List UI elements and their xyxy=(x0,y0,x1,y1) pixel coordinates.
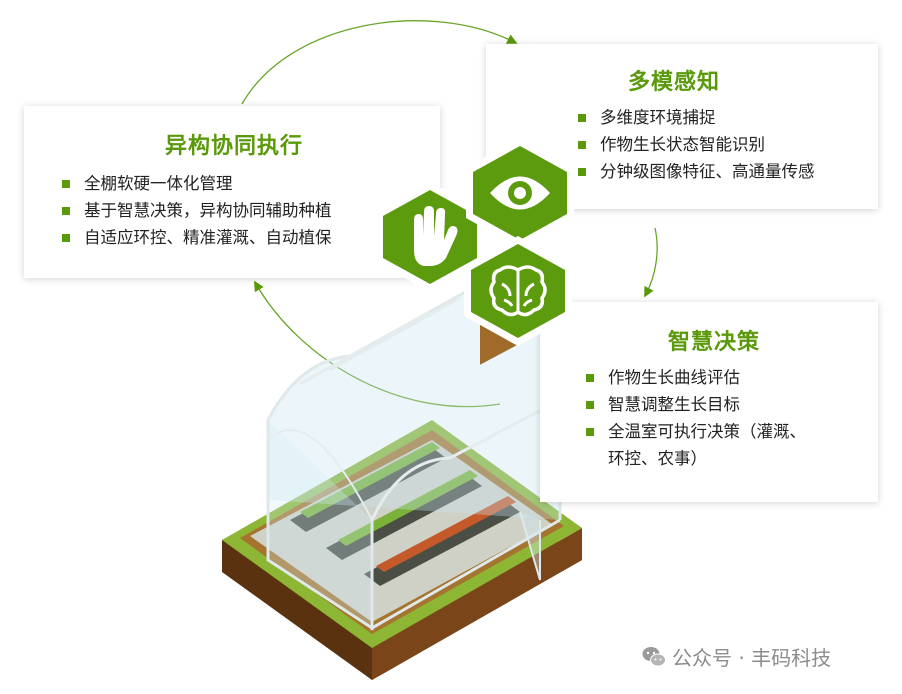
execution-list: 全棚软硬一体化管理 基于智慧决策，异构协同辅助种植 自适应环控、精准灌溉、自动植… xyxy=(62,170,420,251)
watermark-text: 公众号 · 丰码科技 xyxy=(672,646,832,670)
bullet-icon xyxy=(578,168,586,176)
eye-icon xyxy=(466,138,574,248)
sensing-title: 多模感知 xyxy=(627,70,720,95)
list-item: 自适应环控、精准灌溉、自动植保 xyxy=(62,224,420,251)
list-item: 全温室可执行决策（灌溉、环控、农事） xyxy=(586,418,862,472)
bullet-icon xyxy=(578,141,586,149)
list-item: 全棚软硬一体化管理 xyxy=(62,170,420,197)
arrow-execution-to-sensing xyxy=(241,20,518,105)
decision-card: 智慧决策 作物生长曲线评估 智慧调整生长目标 全温室可执行决策（灌溉、环控、农事… xyxy=(540,302,878,502)
greenhouse-illustration xyxy=(222,282,582,680)
list-item: 智慧调整生长目标 xyxy=(586,391,862,418)
list-item: 作物生长状态智能识别 xyxy=(578,131,862,158)
decision-title: 智慧决策 xyxy=(667,330,760,355)
bullet-icon xyxy=(62,207,70,215)
bullet-icon xyxy=(578,114,586,122)
bullet-icon xyxy=(586,401,594,409)
list-item: 作物生长曲线评估 xyxy=(586,364,862,391)
execution-card: 异构协同执行 全棚软硬一体化管理 基于智慧决策，异构协同辅助种植 自适应环控、精… xyxy=(24,106,440,278)
sensing-card: 多模感知 多维度环境捕捉 作物生长状态智能识别 分钟级图像特征、高通量传感 xyxy=(486,44,878,209)
watermark: 公众号 · 丰码科技 xyxy=(642,642,831,671)
bullet-icon xyxy=(586,374,594,382)
wechat-icon xyxy=(642,646,666,666)
arrow-sensing-to-decision xyxy=(644,227,658,298)
list-item: 基于智慧决策，异构协同辅助种植 xyxy=(62,197,420,224)
execution-title: 异构协同执行 xyxy=(164,134,303,159)
list-item: 分钟级图像特征、高通量传感 xyxy=(578,158,862,185)
decision-list: 作物生长曲线评估 智慧调整生长目标 全温室可执行决策（灌溉、环控、农事） xyxy=(586,364,862,472)
sensing-list: 多维度环境捕捉 作物生长状态智能识别 分钟级图像特征、高通量传感 xyxy=(578,104,862,185)
brain-icon xyxy=(464,236,572,346)
arrow-decision-to-execution xyxy=(254,280,501,408)
bullet-icon xyxy=(62,234,70,242)
hand-icon xyxy=(376,182,484,292)
list-item: 多维度环境捕捉 xyxy=(578,104,862,131)
bullet-icon xyxy=(62,180,70,188)
bullet-icon xyxy=(586,428,594,436)
